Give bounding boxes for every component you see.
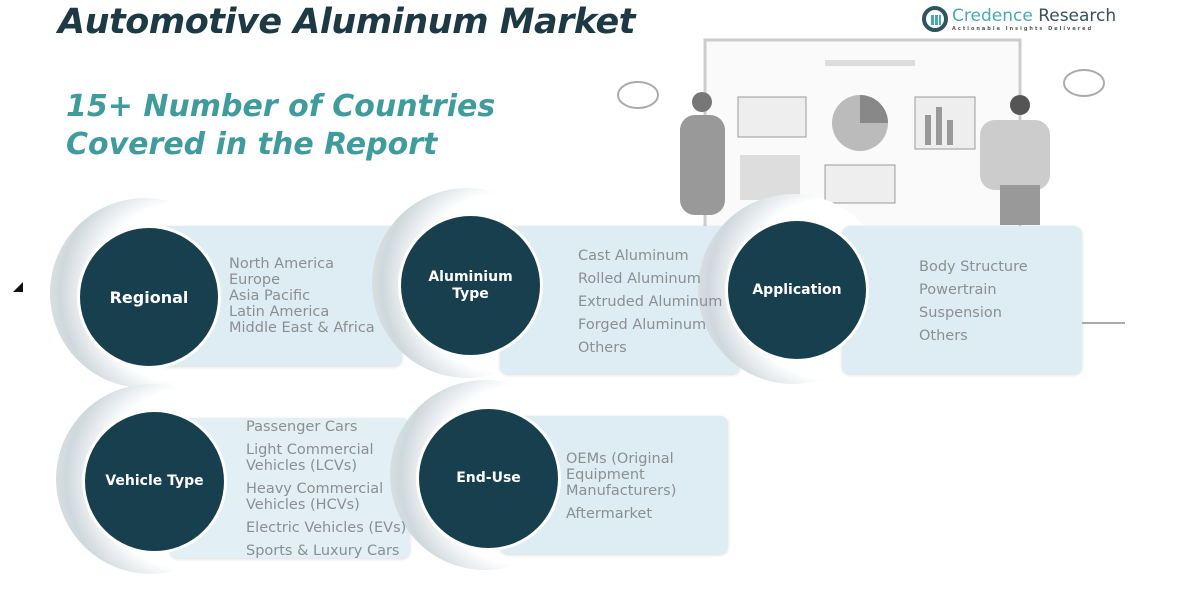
segment-item: Forged Aluminum xyxy=(578,317,707,333)
segment-item: Electric Vehicles (EVs) xyxy=(246,520,407,536)
segment-item: Passenger Cars xyxy=(246,419,358,435)
segment-circle-end-use: End-Use xyxy=(416,406,561,551)
segment-item: Others xyxy=(578,340,627,356)
corner-marker-icon xyxy=(13,282,23,292)
segment-item: Others xyxy=(919,328,968,344)
segment-item: Light Commercial Vehicles (LCVs) xyxy=(246,442,374,474)
segment-circle-regional: Regional xyxy=(77,225,221,369)
logo-name: Research xyxy=(1038,6,1117,26)
segment-item: Middle East & Africa xyxy=(229,320,375,336)
segment-item: Sports & Luxury Cars xyxy=(246,543,400,559)
segment-item: Body Structure xyxy=(919,259,1028,275)
segment-item: Extruded Aluminum xyxy=(578,294,723,310)
segment-item: Powertrain xyxy=(919,282,997,298)
segment-item: Europe xyxy=(229,272,280,288)
segment-item: Asia Pacific xyxy=(229,288,311,304)
segment-item: North America xyxy=(229,256,334,272)
page-title: Automotive Aluminum Market xyxy=(58,2,635,42)
segment-circle-vehicle-type: Vehicle Type xyxy=(82,409,227,554)
logo-chart-icon xyxy=(922,6,948,32)
segment-item: Latin America xyxy=(229,304,330,320)
segment-item: Cast Aluminum xyxy=(578,248,689,264)
presentation-illustration-icon xyxy=(617,38,1125,324)
logo-name: Credence xyxy=(952,6,1033,26)
credence-logo: Credence Research Actionable Insights De… xyxy=(922,6,1116,32)
segment-item: Rolled Aluminum xyxy=(578,271,701,287)
logo-tagline: Actionable Insights Delivered xyxy=(952,26,1094,32)
segment-item: Suspension xyxy=(919,305,1002,321)
segment-item: OEMs (Original Equipment Manufacturers) xyxy=(566,451,677,499)
segment-circle-aluminium-type: Aluminium Type xyxy=(398,213,543,358)
subtitle-line: Covered in the Report xyxy=(66,127,438,162)
segment-item: Heavy Commercial Vehicles (HCVs) xyxy=(246,481,384,513)
segment-item: Aftermarket xyxy=(566,506,653,522)
segment-circle-application: Application xyxy=(725,218,869,362)
subtitle-line: 15+ Number of Countries xyxy=(66,89,496,124)
